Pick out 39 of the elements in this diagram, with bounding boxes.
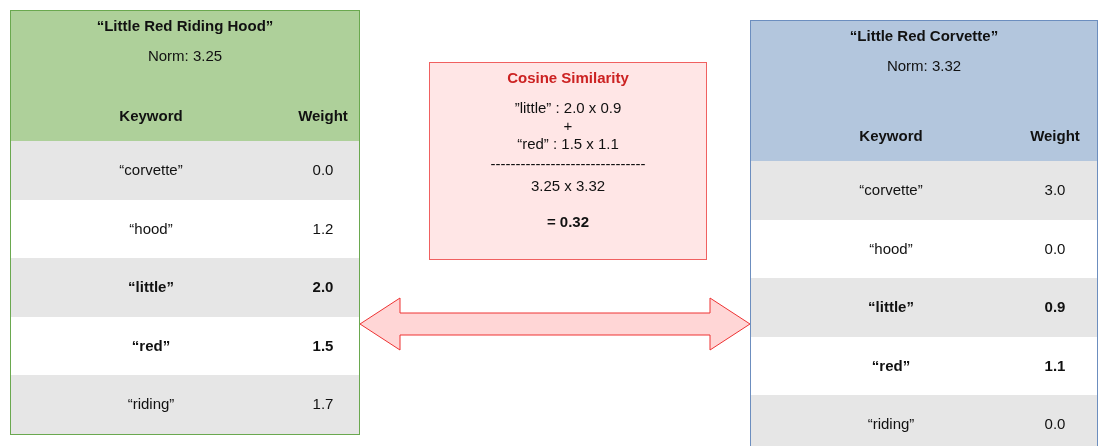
panel-title: Cosine Similarity <box>506 69 630 86</box>
column-header: Weight <box>297 107 349 124</box>
fraction-line: ------------------------------- <box>489 155 647 172</box>
keyword-text: “red” <box>130 336 172 354</box>
keyword-text: “hood” <box>128 219 174 237</box>
formula-line: “red” : 1.5 x 1.1 <box>516 135 620 152</box>
weight-value: 0.0 <box>311 161 335 178</box>
keyword-text: “riding” <box>866 415 916 432</box>
weight-value: 1.2 <box>311 219 335 237</box>
weight-value: 0.0 <box>1043 239 1067 257</box>
table-title: “Little Red Riding Hood” <box>95 17 275 34</box>
keyword-table <box>750 20 1098 446</box>
weight-value: 1.1 <box>1043 356 1067 374</box>
keyword-table <box>10 10 360 435</box>
weight-value: 2.0 <box>311 278 335 295</box>
column-header: Keyword <box>858 127 924 144</box>
weight-value: 3.0 <box>1043 181 1067 198</box>
weight-value: 1.7 <box>311 395 335 412</box>
formula-line: ”little” : 2.0 x 0.9 <box>513 99 623 116</box>
formula-line: 3.25 x 3.32 <box>529 177 607 194</box>
norm-value: Norm: 3.32 <box>885 57 963 74</box>
keyword-text: “corvette” <box>118 161 184 178</box>
result-value: = 0.32 <box>545 213 591 230</box>
table-title: “Little Red Corvette” <box>848 27 1000 44</box>
keyword-text: “hood” <box>868 239 914 257</box>
keyword-text: “little” <box>127 278 175 295</box>
weight-value: 0.0 <box>1043 415 1067 432</box>
column-header: Weight <box>1029 127 1081 144</box>
formula-panel <box>429 62 707 260</box>
keyword-text: “riding” <box>126 395 176 412</box>
weight-value: 1.5 <box>311 336 335 354</box>
weight-value: 0.9 <box>1043 298 1067 315</box>
keyword-text: “red” <box>870 356 912 374</box>
plus-sign: + <box>562 117 574 134</box>
keyword-text: “little” <box>867 298 915 315</box>
keyword-text: “corvette” <box>858 181 924 198</box>
double-arrow <box>359 297 751 351</box>
norm-value: Norm: 3.25 <box>146 47 224 64</box>
column-header: Keyword <box>118 107 184 124</box>
